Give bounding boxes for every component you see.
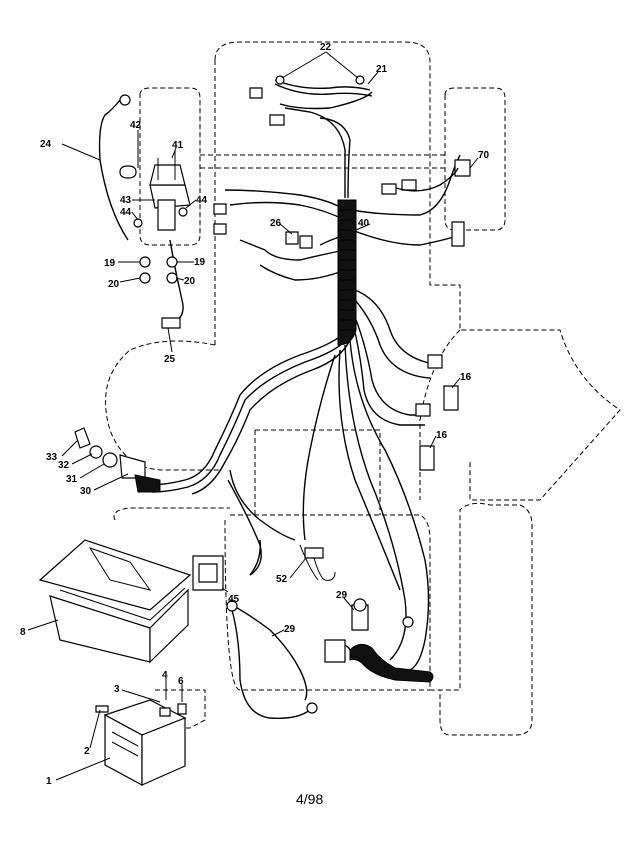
callout-40: 40	[358, 218, 370, 229]
callout-22: 22	[320, 42, 332, 53]
callout-6: 6	[178, 676, 184, 687]
callout-21: 21	[376, 64, 388, 75]
callout-52: 52	[276, 574, 288, 585]
leader-lines	[27, 51, 479, 781]
callout-1: 1	[46, 776, 52, 787]
callout-20-left: 20	[108, 279, 120, 290]
battery-tray	[38, 539, 192, 664]
lower-coil	[324, 639, 434, 683]
wire-harness	[149, 107, 461, 671]
callout-8: 8	[20, 627, 26, 638]
callout-29-solenoid: 29	[336, 590, 348, 601]
solenoid-29	[351, 598, 414, 631]
callout-29-cable: 29	[284, 624, 296, 635]
callout-2: 2	[84, 746, 90, 757]
callout-4: 4	[162, 670, 168, 681]
solenoid-assembly	[98, 94, 191, 329]
callout-32: 32	[58, 460, 70, 471]
ground-cable	[226, 600, 318, 719]
ignition-switch	[74, 427, 161, 493]
headlight-wiring	[249, 75, 373, 126]
callout-42: 42	[130, 120, 142, 131]
washers	[139, 256, 178, 284]
battery	[95, 699, 187, 787]
callout-31: 31	[66, 474, 78, 485]
callout-19-right: 19	[194, 257, 206, 268]
callout-33: 33	[46, 452, 58, 463]
callout-20-right: 20	[184, 276, 196, 287]
callout-labels: 22 21 70 24 42 41 43 44 44 40 26 19 19 2…	[20, 42, 490, 787]
callout-25: 25	[164, 354, 176, 365]
callout-45: 45	[228, 594, 240, 605]
callout-3: 3	[114, 684, 120, 695]
callout-24: 24	[40, 139, 52, 150]
callout-16-top: 16	[460, 372, 472, 383]
callout-44-left: 44	[120, 207, 132, 218]
callout-43: 43	[120, 195, 132, 206]
connector-26	[213, 203, 313, 249]
callout-26: 26	[270, 218, 282, 229]
callout-41: 41	[172, 140, 184, 151]
page-number: 4/98	[296, 791, 324, 807]
switch-16	[415, 354, 459, 471]
callout-70: 70	[478, 150, 490, 161]
module-45	[192, 539, 336, 591]
callout-16-bottom: 16	[436, 430, 448, 441]
callout-19-left: 19	[104, 258, 116, 269]
rear-connectors	[381, 159, 471, 247]
harness-loom	[337, 199, 357, 346]
callout-44-right: 44	[196, 195, 208, 206]
callout-30: 30	[80, 486, 92, 497]
